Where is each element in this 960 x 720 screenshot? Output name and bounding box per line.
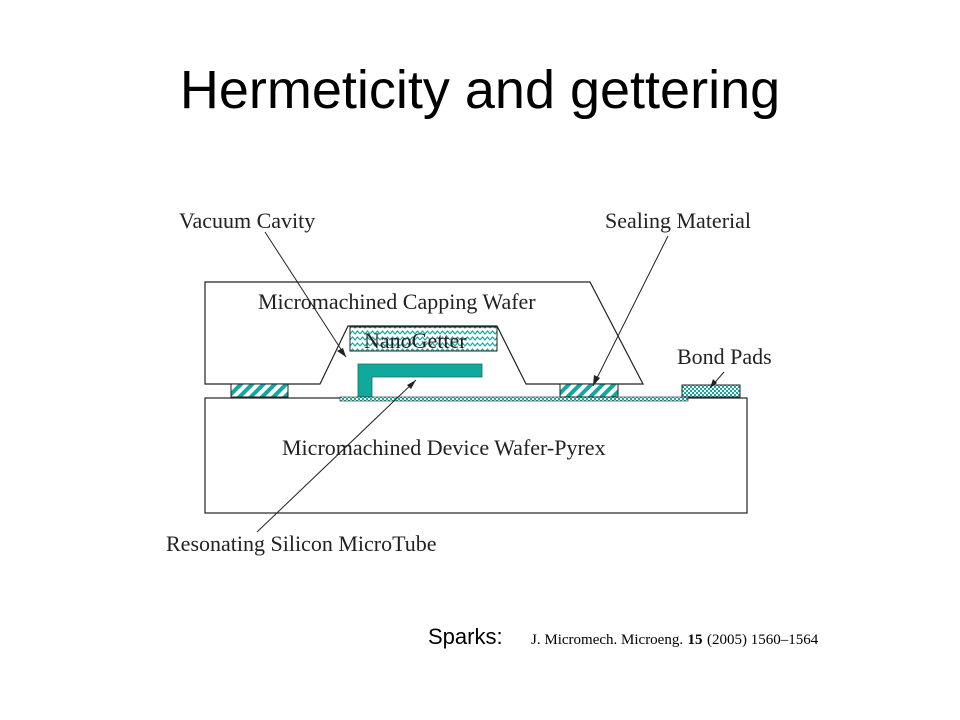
label-device-wafer: Micromachined Device Wafer-Pyrex (282, 435, 606, 460)
leader-arrow-bond (710, 379, 717, 388)
metal-trace (339, 396, 689, 402)
citation-prefix: Sparks: (428, 624, 503, 649)
label-microtube: Resonating Silicon MicroTube (166, 531, 437, 556)
label-sealing-material: Sealing Material (605, 208, 751, 233)
citation: Sparks: J. Micromech. Microeng. 15 (2005… (428, 624, 818, 650)
citation-journal: J. Micromech. Microeng. (531, 632, 684, 648)
nanogetter-layer (349, 326, 498, 352)
label-bond-pads: Bond Pads (677, 344, 772, 369)
leader-arrow-vacuum (337, 348, 346, 357)
citation-volume: 15 (687, 632, 703, 648)
label-vacuum-cavity: Vacuum Cavity (179, 208, 315, 233)
slide-title: Hermeticity and gettering (179, 60, 781, 120)
label-capping-wafer: Micromachined Capping Wafer (258, 289, 536, 314)
leader-microtube (256, 379, 417, 533)
device-wafer (204, 397, 748, 514)
leader-vacuum-cavity (264, 231, 347, 358)
label-nanogetter: NanoGetter (364, 328, 467, 353)
leader-sealing-material (592, 235, 669, 387)
leader-arrow-microtube (407, 380, 416, 389)
citation-details: (2005) 1560–1564 (707, 632, 819, 648)
seal-block-left (230, 383, 289, 398)
microtube-structure (357, 363, 483, 398)
leader-arrow-sealing (593, 375, 600, 386)
seal-block-right (559, 383, 619, 398)
